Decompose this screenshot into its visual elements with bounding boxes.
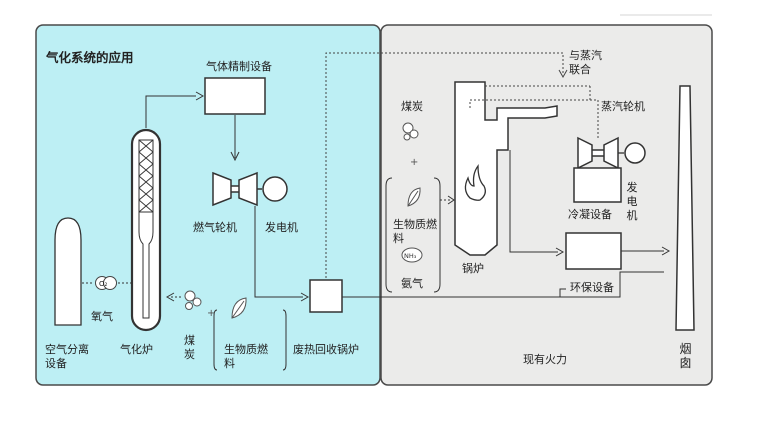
o2-symbol: O₂ — [99, 280, 108, 288]
gas-turbine-icon — [212, 171, 258, 207]
air-separation-label-line2: 设备 — [45, 357, 67, 370]
generator-label: 发电机 — [265, 221, 298, 234]
air-separation-label-line1: 空气分离 — [45, 343, 89, 356]
svg-text:+: + — [410, 157, 418, 168]
biomass-leaf-icon — [407, 187, 421, 207]
panel-title: 气化系统的应用 — [46, 50, 134, 65]
ammonia-label: 氨气 — [401, 277, 423, 290]
boiler-icon — [454, 81, 558, 256]
steam-turbine-icon — [577, 136, 619, 170]
steam-combined-label-line1: 与蒸汽 — [569, 49, 602, 62]
gas-turbine-label: 燃气轮机 — [193, 221, 237, 234]
generator-icon — [262, 176, 288, 202]
generator-label: 发电机 — [626, 181, 638, 222]
environmental-equipment-label: 环保设备 — [570, 281, 614, 294]
ammonia-icon — [401, 247, 423, 263]
biomass-label-line2: 料 — [224, 357, 235, 370]
biomass-leaf-icon — [231, 297, 247, 319]
coal-label: 煤炭 — [401, 100, 423, 113]
gasification-panel — [35, 24, 381, 386]
boiler-label: 锅炉 — [462, 262, 484, 275]
chimney-label: 烟囱 — [679, 342, 692, 370]
oxygen-molecule-icon — [95, 276, 117, 290]
coal-icon — [184, 290, 202, 310]
coal-label: 煤炭 — [184, 334, 195, 361]
oxygen-label: 氧气 — [91, 310, 113, 323]
heat-recovery-boiler-label: 废热回收锅炉 — [293, 343, 359, 356]
gas-purification-label: 气体精制设备 — [206, 60, 272, 73]
heat-recovery-boiler-icon — [309, 279, 343, 313]
thermal-power-panel — [380, 24, 713, 386]
gas-purification-icon — [204, 77, 266, 115]
flame-icon — [464, 164, 486, 201]
generator-icon — [624, 142, 646, 164]
condenser-label: 冷凝设备 — [568, 208, 612, 221]
air-separation-icon — [54, 217, 82, 326]
gasifier-label: 气化炉 — [120, 343, 153, 356]
steam-turbine-label: 蒸汽轮机 — [601, 100, 645, 113]
biomass-label-line1: 生物质燃 — [393, 218, 437, 231]
chimney-icon — [675, 85, 695, 331]
biomass-label-line1: 生物质燃 — [224, 343, 268, 356]
environmental-equipment-icon — [565, 232, 622, 270]
ammonia-symbol: NH₃ — [404, 252, 417, 260]
thermal-power-caption: 现有火力 — [523, 353, 567, 366]
coal-icon — [402, 122, 419, 141]
steam-combined-label-line2: 联合 — [569, 63, 591, 76]
svg-text:+: + — [207, 308, 215, 319]
biomass-label-line2: 料 — [393, 232, 404, 245]
gasifier-icon — [130, 128, 162, 332]
condenser-icon — [573, 167, 622, 203]
